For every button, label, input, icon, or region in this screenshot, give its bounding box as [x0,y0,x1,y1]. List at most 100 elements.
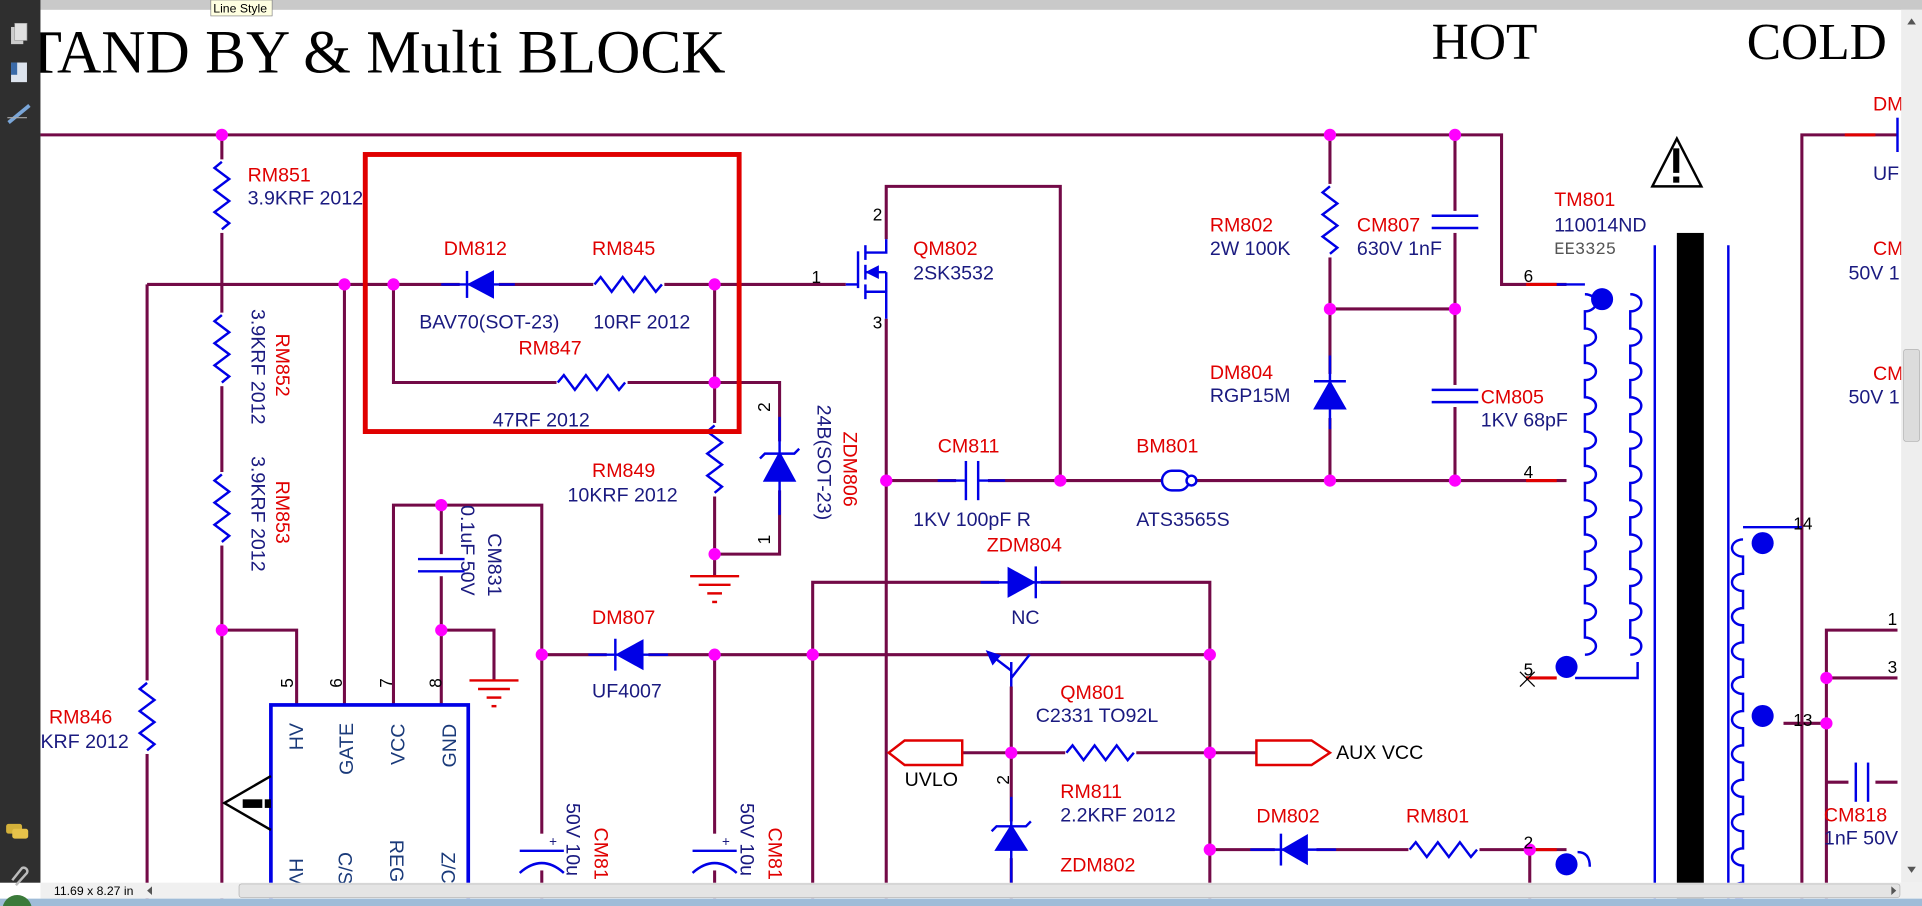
resistor-rm811 [1065,743,1135,763]
parts-rm853-val: 3.9KRF 2012 [246,456,268,572]
ic-pin_numbers-3: 8 [425,678,445,688]
schematic-circle [1323,128,1337,141]
resistor-rm852 [212,314,232,384]
ic-pin-vcc: VCC [388,724,410,765]
parts-zdm806-val: 24B(SOT-23) [813,405,835,521]
capacitors: + + [417,210,1876,874]
vertical-scrollbar[interactable] [1901,9,1922,883]
parts-zdm802-ref: ZDM802 [1060,855,1135,877]
schematic-circle [1523,843,1536,856]
signatures-icon[interactable] [7,104,31,125]
parts-dm807-ref: DM807 [592,607,655,629]
schematic-rect [12,828,29,839]
schematic-circle [1820,717,1833,730]
schematic-polygon [985,650,1002,666]
comments-icon[interactable] [6,823,29,839]
vertical-scroll-thumb [1903,349,1920,442]
schematic-polyline [1575,662,1639,680]
scroll-left-arrow-icon [147,886,152,895]
transformer-tm801 [1519,117,1899,906]
attachments-icon[interactable] [11,866,29,886]
pin_labels-t13: 13 [1793,710,1812,730]
schematic-circle [1751,704,1774,728]
ic-pin-gnd: GND [439,724,461,768]
parts-rm849-val: 10KRF 2012 [568,484,678,506]
schematic-rect [269,703,471,906]
schematic-circle [1185,474,1198,487]
schematic-polyline [1824,628,1898,906]
parts-rm847-ref: RM847 [518,337,581,359]
schematic-rect [242,799,263,808]
warning-icon-ic [221,774,272,832]
pin_labels-t14: 14 [1793,514,1813,534]
parts-cm81a-ref: CM81 [589,828,611,880]
parts-right_dm-val: UF [1873,163,1899,185]
ic-pin-reg: REG [385,840,407,883]
parts-bm801-val: ATS3565S [1136,509,1229,531]
schematic-rect [11,62,18,75]
pin_labels-z_bot: 1 [754,535,774,545]
horizontal-scroll-thumb [238,883,1901,898]
parts-rm802-ref: RM802 [1210,215,1273,237]
schematic-circle [435,624,448,637]
parts-right_cm1-ref: CM [1873,238,1903,260]
schematic-circle [880,474,893,487]
schematic-line [7,104,31,125]
parts-zdm804-val: NC [1011,607,1039,629]
net-uvlo: UVLO [905,769,958,791]
parts-rm845-val: 10RF 2012 [593,312,690,334]
schematic-circle [1054,474,1067,487]
scroll-right-arrow-icon [1891,886,1897,895]
schematic-circle [708,648,721,661]
schematic-circle [338,278,351,291]
horizontal-scrollbar[interactable] [147,883,1901,898]
parts-rm811-val: 2.2KRF 2012 [1060,804,1176,826]
schematic-circle [387,278,400,291]
parts-rm851-ref: RM851 [248,164,311,186]
start-button[interactable] [2,894,32,906]
parts-dm804-val: RGP15M [1210,385,1291,407]
pin_labels-t5: 5 [1524,660,1534,680]
parts-zdm806-ref: ZDM806 [838,432,860,507]
hot-label: HOT [1432,14,1538,71]
parts-cm81b-val: 50V 10u [735,803,757,876]
diode-dm802 [1280,833,1308,866]
selection-highlight-box[interactable] [362,152,742,434]
parts-cm818-ref: CM818 [1824,804,1887,826]
parts-qm801-val: C2331 TO92L [1036,705,1159,727]
schematic-rect [1434,384,1476,408]
ic-pin_numbers-0: 5 [277,678,297,688]
schematic-text: + [549,834,557,849]
schematic-line [1519,671,1536,687]
pin_labels-z_top: 2 [754,402,774,412]
junctions [215,128,1833,856]
parts-qm802-val: 2SK3532 [913,263,994,285]
schematic-polyline [441,628,496,681]
parts-cm831-val: 0.1uF 50V [456,505,478,595]
parts-cm81a-val: 50V 10u [561,803,583,876]
bookmarks-icon[interactable] [11,62,27,83]
ic-pin-zc: Z/C [436,852,458,884]
pin_labels-t6: 6 [1524,266,1534,286]
parts-dm812-val: BAV70(SOT-23) [419,312,559,334]
pin_labels-q_drain: 2 [873,205,883,225]
parts-right_dm-ref: DM [1873,93,1903,115]
schematic-polygon [865,265,879,280]
parts-cm831-ref: CM831 [483,533,505,596]
parts-rm845-ref: RM845 [592,238,655,260]
schematic-rect [1434,210,1476,233]
scroll-down-arrow-icon [1907,866,1916,873]
parts-rm852-val: 3.9KRF 2012 [246,309,268,425]
schematic-circle [708,376,721,389]
top-toolbar-edge [0,0,1922,10]
pages-icon[interactable] [11,22,28,45]
ic-pin-cs: C/S [333,852,355,885]
parts-bm801-ref: BM801 [1136,435,1198,457]
parts-right_cm2-ref: CM [1873,363,1903,385]
resistors [133,159,1480,862]
net-aux-vcc: AUX VCC [1336,742,1423,764]
schematic-rect [0,0,41,883]
schematic-rect [1901,9,1922,883]
resistor-rm853 [212,473,232,543]
